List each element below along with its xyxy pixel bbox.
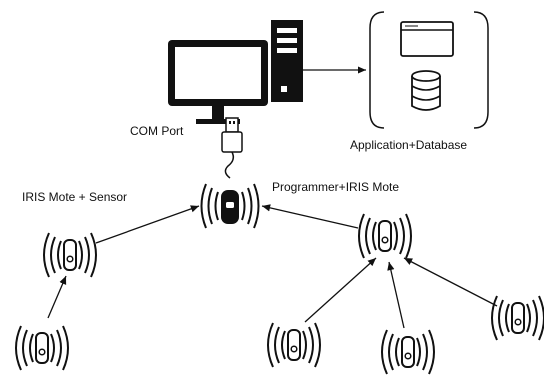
mote-icon-right-mid [358, 213, 412, 259]
programmer-iris-mote-label: Programmer+IRIS Mote [272, 180, 400, 194]
application-window-icon [400, 21, 454, 57]
mote-icon-bottom-1 [267, 322, 321, 368]
usb-plug-icon [221, 117, 243, 179]
application-database-group [369, 11, 489, 129]
programmer-mote-icon [200, 183, 260, 229]
mote-icon-right-bottom [491, 295, 544, 341]
connection-arrows [47, 204, 498, 329]
iris-mote-sensor-label: IRIS Mote + Sensor [22, 190, 128, 204]
mote-icon-bottom-2 [381, 329, 435, 375]
application-database-label: Application+Database [350, 138, 468, 152]
database-icon [411, 70, 441, 111]
desktop-computer-icon [168, 20, 303, 124]
mote-icon-left-mid [43, 232, 97, 278]
com-port-label: COM Port [130, 124, 184, 138]
mote-icon-left-bottom [15, 325, 69, 371]
